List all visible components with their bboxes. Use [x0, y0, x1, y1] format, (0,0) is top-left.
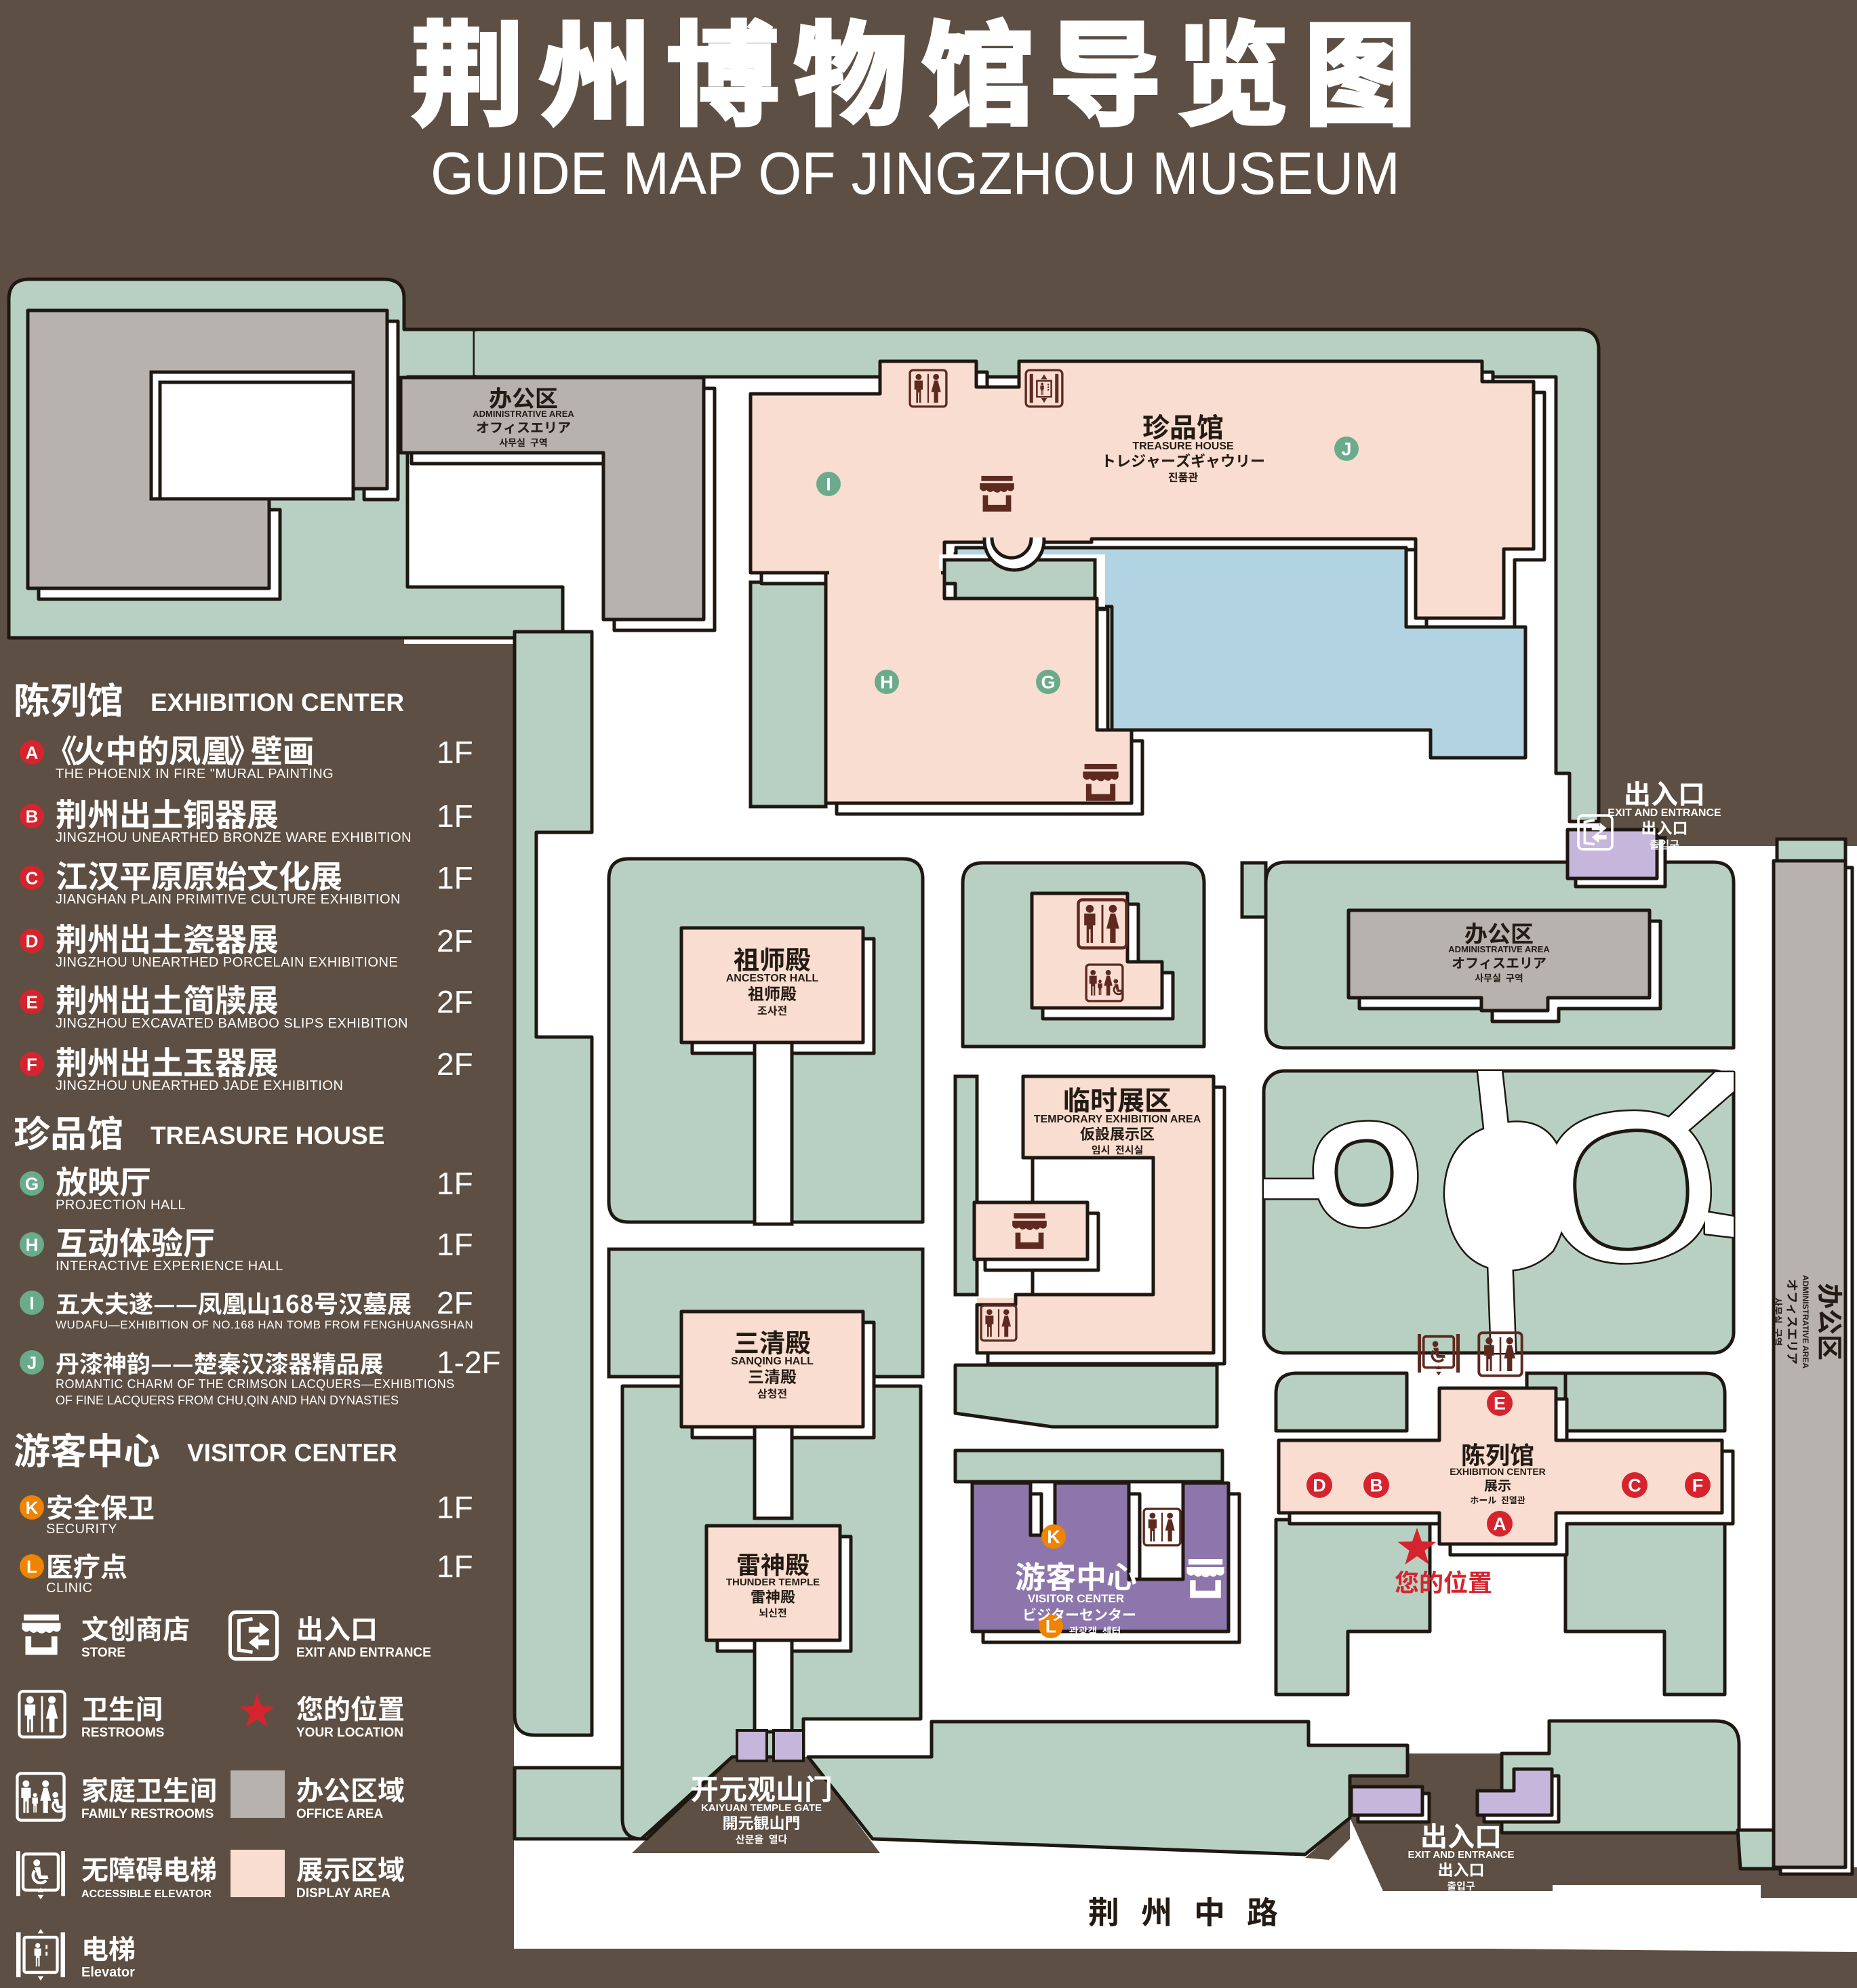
svg-text:1F: 1F [437, 1549, 473, 1584]
svg-text:H: H [880, 672, 894, 693]
svg-text:OFFICE AREA: OFFICE AREA [296, 1807, 383, 1821]
svg-text:L: L [1045, 1617, 1057, 1637]
svg-text:ROMANTIC CHARM OF THE CRIMSON: ROMANTIC CHARM OF THE CRIMSON LACQUERS—E… [56, 1377, 455, 1391]
svg-text:WUDAFU—EXHIBITION OF NO.168 HA: WUDAFU—EXHIBITION OF NO.168 HAN TOMB FRO… [56, 1318, 473, 1331]
svg-text:VISITOR CENTER: VISITOR CENTER [1028, 1592, 1124, 1605]
svg-text:1F: 1F [437, 1227, 473, 1262]
svg-text:I: I [29, 1293, 34, 1313]
svg-text:TREASURE HOUSE: TREASURE HOUSE [151, 1122, 384, 1150]
svg-text:F: F [26, 1054, 37, 1074]
svg-text:INTERACTIVE EXPERIENCE HALL: INTERACTIVE EXPERIENCE HALL [56, 1259, 283, 1274]
svg-text:K: K [1047, 1527, 1060, 1547]
svg-text:VISITOR CENTER: VISITOR CENTER [187, 1439, 397, 1467]
svg-text:1F: 1F [437, 860, 473, 895]
svg-text:JINGZHOU UNEARTHED BRONZE WARE: JINGZHOU UNEARTHED BRONZE WARE EXHIBITIO… [56, 830, 412, 845]
svg-text:E: E [1494, 1394, 1506, 1414]
svg-text:RESTROOMS: RESTROOMS [81, 1726, 164, 1740]
svg-text:H: H [26, 1234, 39, 1255]
svg-text:SANQING HALL: SANQING HALL [731, 1356, 814, 1367]
svg-text:TEMPORARY EXHIBITION AREA: TEMPORARY EXHIBITION AREA [1034, 1114, 1201, 1125]
svg-text:A: A [1493, 1514, 1506, 1535]
svg-text:2F: 2F [437, 1285, 473, 1320]
svg-text:EXHIBITION CENTER: EXHIBITION CENTER [151, 689, 404, 716]
svg-text:2F: 2F [437, 1047, 473, 1082]
svg-text:JINGZHOU EXCAVATED BAMBOO SLIP: JINGZHOU EXCAVATED BAMBOO SLIPS EXHIBITI… [56, 1016, 408, 1031]
svg-text:D: D [26, 931, 39, 951]
svg-text:JINGZHOU UNEARTHED PORCELAIN E: JINGZHOU UNEARTHED PORCELAIN EXHIBITIONE [56, 955, 398, 970]
svg-text:1F: 1F [437, 1490, 473, 1525]
svg-text:ADMINISTRATIVE AREA: ADMINISTRATIVE AREA [473, 409, 574, 419]
svg-text:TREASURE HOUSE: TREASURE HOUSE [1132, 441, 1234, 452]
svg-text:ACCESSIBLE ELEVATOR: ACCESSIBLE ELEVATOR [81, 1888, 212, 1900]
svg-text:ANCESTOR HALL: ANCESTOR HALL [726, 973, 819, 984]
svg-text:G: G [25, 1173, 39, 1194]
svg-text:THUNDER TEMPLE: THUNDER TEMPLE [726, 1577, 820, 1588]
svg-text:EXIT AND ENTRANCE: EXIT AND ENTRANCE [296, 1646, 431, 1660]
svg-text:KAIYUAN TEMPLE GATE: KAIYUAN TEMPLE GATE [701, 1802, 822, 1814]
svg-text:B: B [26, 806, 39, 826]
svg-text:1-2F: 1-2F [437, 1345, 501, 1380]
svg-text:ADMINISTRATIVE AREA: ADMINISTRATIVE AREA [1448, 944, 1550, 954]
svg-text:STORE: STORE [81, 1646, 125, 1660]
svg-text:FAMILY RESTROOMS: FAMILY RESTROOMS [81, 1807, 214, 1821]
svg-text:CLINIC: CLINIC [46, 1581, 93, 1596]
svg-text:JIANGHAN PLAIN PRIMITIVE CULTU: JIANGHAN PLAIN PRIMITIVE CULTURE EXHIBIT… [56, 892, 401, 907]
svg-text:PROJECTION HALL: PROJECTION HALL [56, 1198, 186, 1213]
svg-text:E: E [26, 992, 37, 1012]
svg-text:DISPLAY AREA: DISPLAY AREA [296, 1886, 391, 1901]
svg-text:YOUR LOCATION: YOUR LOCATION [296, 1726, 403, 1740]
svg-text:2F: 2F [437, 984, 473, 1019]
svg-text:EXHIBITION CENTER: EXHIBITION CENTER [1450, 1466, 1546, 1477]
svg-text:Elevator: Elevator [81, 1965, 135, 1980]
svg-text:G: G [1041, 672, 1055, 693]
svg-text:1F: 1F [437, 798, 473, 834]
svg-text:1F: 1F [437, 1166, 473, 1201]
svg-text:ADMINISTRATIVE AREA: ADMINISTRATIVE AREA [1801, 1275, 1810, 1368]
svg-text:OF FINE LACQUERS FROM CHU,QIN: OF FINE LACQUERS FROM CHU,QIN AND HAN DY… [56, 1394, 399, 1407]
svg-text:D: D [1313, 1476, 1326, 1496]
svg-text:GUIDE MAP OF JINGZHOU MUSEUM: GUIDE MAP OF JINGZHOU MUSEUM [431, 140, 1400, 207]
svg-text:J: J [27, 1352, 37, 1373]
svg-text:B: B [1370, 1476, 1383, 1496]
svg-text:1F: 1F [437, 735, 473, 770]
svg-text:2F: 2F [437, 923, 473, 958]
svg-text:THE PHOENIX IN FIRE "MURAL PAI: THE PHOENIX IN FIRE "MURAL PAINTING [56, 767, 334, 782]
svg-text:K: K [26, 1497, 39, 1518]
svg-text:F: F [1692, 1476, 1704, 1496]
svg-text:C: C [1628, 1476, 1641, 1496]
svg-text:SECURITY: SECURITY [46, 1522, 117, 1537]
svg-text:EXIT AND ENTRANCE: EXIT AND ENTRANCE [1608, 807, 1721, 819]
svg-text:JINGZHOU UNEARTHED JADE EXHIBI: JINGZHOU UNEARTHED JADE EXHIBITION [56, 1078, 343, 1093]
svg-text:C: C [26, 868, 39, 888]
svg-text:L: L [26, 1556, 37, 1577]
svg-text:I: I [826, 474, 831, 495]
svg-text:A: A [26, 742, 39, 763]
svg-text:J: J [1341, 439, 1351, 460]
svg-text:EXIT AND ENTRANCE: EXIT AND ENTRANCE [1408, 1849, 1515, 1861]
